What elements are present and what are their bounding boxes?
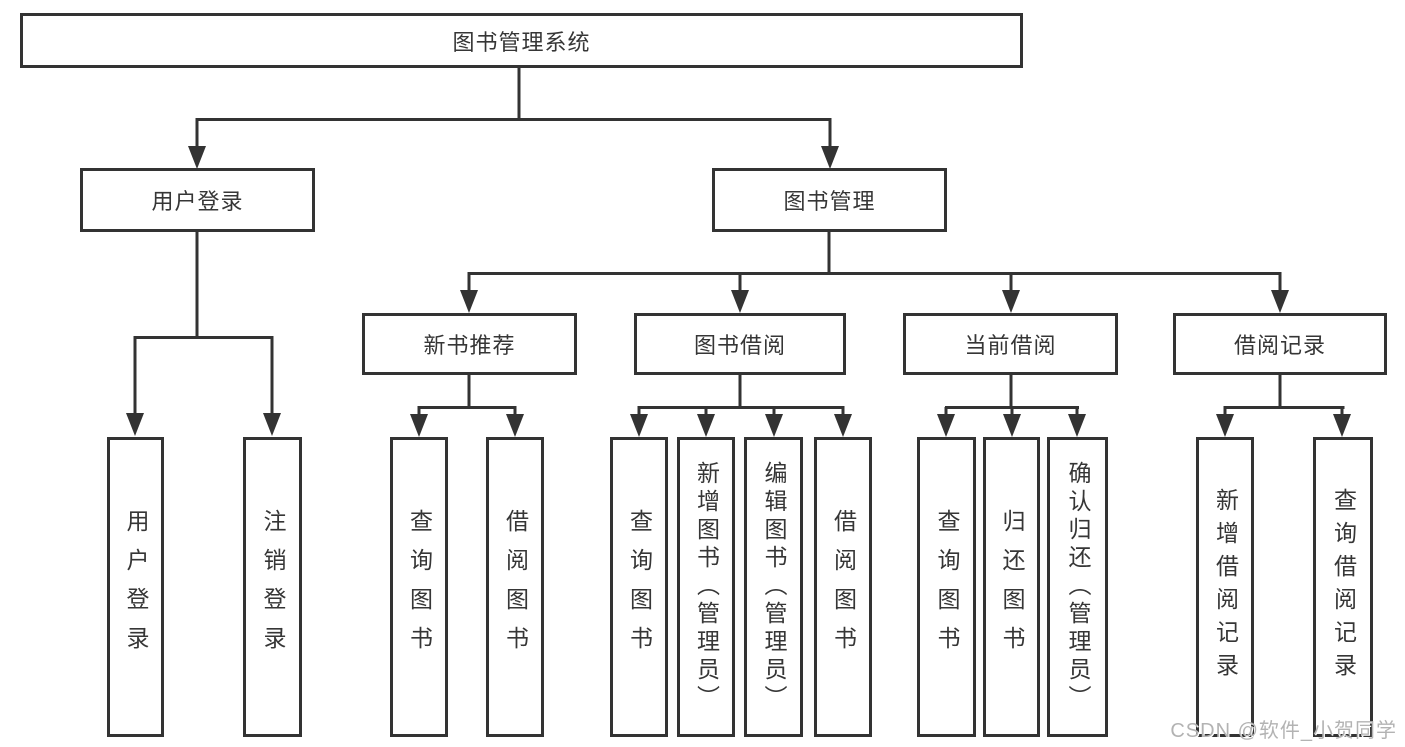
leaf-confirm-return-admin: 确认归还（管理员）	[1047, 437, 1108, 737]
leaf-borrow-books-recommend: 借阅图书	[486, 437, 544, 737]
leaf-query-books-recommend: 查询图书	[390, 437, 448, 737]
leaf-query-books-current: 查询图书	[917, 437, 976, 737]
leaf-add-books-admin: 新增图书（管理员）	[677, 437, 735, 737]
leaf-user-login: 用户登录	[107, 437, 164, 737]
node-borrow-records: 借阅记录	[1173, 313, 1387, 375]
leaf-borrow-books: 借阅图书	[814, 437, 872, 737]
node-book-management: 图书管理	[712, 168, 947, 232]
leaf-edit-books-admin: 编辑图书（管理员）	[744, 437, 803, 737]
leaf-add-borrow-record: 新增借阅记录	[1196, 437, 1254, 737]
leaf-query-books-borrow: 查询图书	[610, 437, 668, 737]
node-library-management-system: 图书管理系统	[20, 13, 1023, 68]
leaf-query-borrow-record: 查询借阅记录	[1313, 437, 1373, 737]
node-current-borrow: 当前借阅	[903, 313, 1118, 375]
leaf-return-books: 归还图书	[983, 437, 1040, 737]
node-book-borrow: 图书借阅	[634, 313, 846, 375]
node-new-book-recommend: 新书推荐	[362, 313, 577, 375]
leaf-logout: 注销登录	[243, 437, 302, 737]
csdn-watermark: CSDN @软件_小贺同学	[1170, 720, 1397, 742]
node-user-login: 用户登录	[80, 168, 315, 232]
